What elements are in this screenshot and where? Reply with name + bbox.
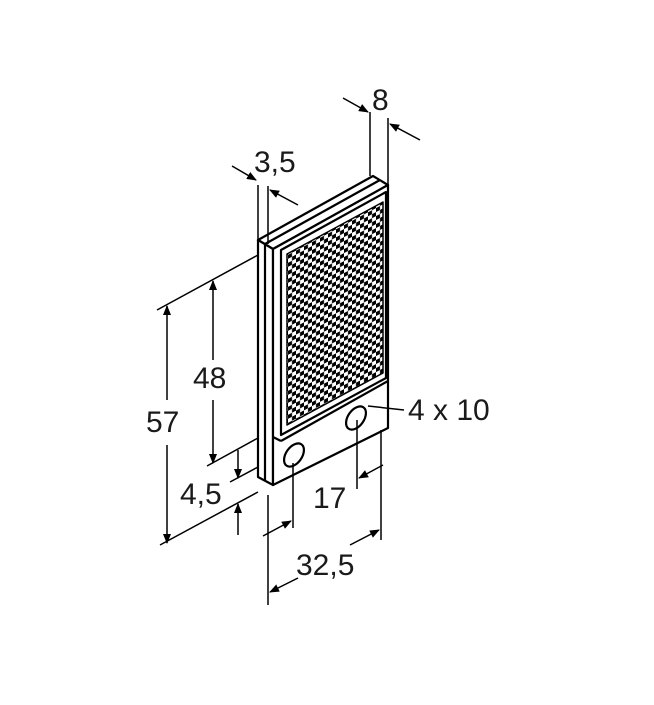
- dimension-total-height-label: 57: [146, 406, 180, 439]
- reflector-body: [256, 174, 390, 487]
- mounting-slot-right: [344, 405, 368, 431]
- dimension-reflector-height-label: 48: [193, 362, 227, 395]
- reflector-grid: [286, 201, 384, 426]
- dimension-hole-spacing-label: 17: [313, 482, 347, 515]
- dimension-thickness-label: 3,5: [254, 146, 296, 179]
- dimension-slot-size-label: 4 x 10: [408, 394, 490, 427]
- dimension-width-label: 32,5: [296, 549, 355, 582]
- mounting-slot-left: [282, 442, 306, 468]
- dimension-lines: [156, 97, 421, 605]
- dimension-tab-offset-label: 4,5: [180, 478, 222, 511]
- dimension-depth-label: 8: [372, 84, 389, 117]
